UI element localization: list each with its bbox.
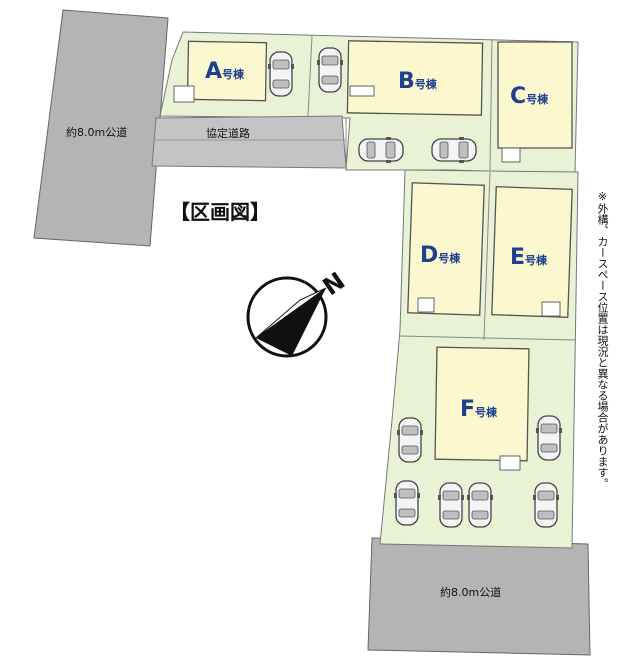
car-icon bbox=[466, 482, 494, 528]
svg-text:B号棟: B号棟 bbox=[398, 69, 438, 94]
svg-text:A号棟: A号棟 bbox=[205, 59, 245, 84]
building-f bbox=[434, 346, 530, 462]
north-label: N bbox=[318, 267, 351, 301]
west-public-road bbox=[33, 9, 169, 247]
disclaimer-note: ※外構、カースペース位置は現況と異なる場合があります。 bbox=[596, 190, 609, 489]
unit-label-e: E号棟 bbox=[510, 245, 548, 270]
svg-text:C号棟: C号棟 bbox=[510, 84, 549, 109]
compass-icon: N bbox=[246, 267, 351, 358]
svg-text:D号棟: D号棟 bbox=[420, 243, 461, 268]
building-a bbox=[186, 40, 268, 102]
entrance-pads bbox=[173, 85, 561, 471]
page-title: 【区画図】 bbox=[170, 200, 270, 224]
car-icon bbox=[396, 417, 424, 463]
private-road bbox=[151, 115, 347, 169]
unit-label-c: C号棟 bbox=[510, 84, 549, 109]
svg-text:E号棟: E号棟 bbox=[510, 245, 548, 270]
building-e bbox=[491, 186, 573, 318]
private-road-label: 協定道路 bbox=[206, 126, 250, 140]
unit-label-d: D号棟 bbox=[420, 243, 461, 268]
car-icon bbox=[437, 482, 465, 528]
building-d bbox=[407, 182, 485, 316]
building-c bbox=[497, 41, 573, 149]
south-road-label: 約8.0m公道 bbox=[440, 585, 501, 599]
car-icon bbox=[316, 47, 344, 93]
car-icon bbox=[393, 480, 421, 526]
car-icon bbox=[532, 482, 560, 528]
car-icon bbox=[358, 136, 404, 164]
car-icon bbox=[535, 415, 563, 461]
svg-text:F号棟: F号棟 bbox=[460, 397, 498, 422]
unit-label-b: B号棟 bbox=[398, 69, 438, 94]
car-icon bbox=[431, 136, 477, 164]
car-icon bbox=[267, 51, 295, 97]
west-road-label: 約8.0m公道 bbox=[66, 125, 127, 139]
lot-boundaries bbox=[307, 35, 576, 341]
building-b bbox=[346, 40, 484, 116]
unit-label-f: F号棟 bbox=[460, 397, 498, 422]
unit-label-a: A号棟 bbox=[205, 59, 245, 84]
